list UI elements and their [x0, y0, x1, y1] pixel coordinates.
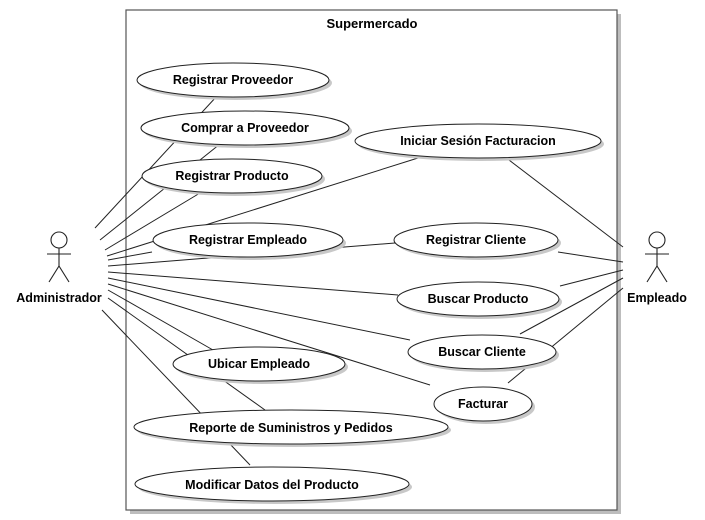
use-case-buscar-producto[interactable]: Buscar Producto — [396, 281, 562, 319]
use-case-label: Reporte de Suministros y Pedidos — [189, 421, 393, 435]
use-case-iniciar-sesion-facturacion[interactable]: Iniciar Sesión Facturacion — [354, 123, 604, 161]
use-case-ubicar-empleado[interactable]: Ubicar Empleado — [172, 346, 348, 384]
use-case-label: Buscar Cliente — [438, 345, 526, 359]
stick-figure-icon — [645, 231, 669, 283]
assoc-admin-buscar-producto — [107, 271, 399, 296]
use-case-registrar-empleado[interactable]: Registrar Empleado — [152, 222, 346, 260]
use-case-label: Facturar — [458, 397, 508, 411]
use-case-label: Registrar Cliente — [426, 233, 526, 247]
assoc-admin-registrar-empleado — [107, 251, 153, 261]
assoc-admin-ubicar-empleado — [107, 289, 221, 355]
assoc-admin-registrar-producto — [104, 192, 201, 251]
use-case-comprar-a-proveedor[interactable]: Comprar a Proveedor — [140, 110, 352, 148]
use-case-label: Iniciar Sesión Facturacion — [400, 134, 556, 148]
use-case-label: Ubicar Empleado — [208, 357, 310, 371]
assoc-empleado-iniciar-sesion — [504, 156, 624, 248]
assoc-admin-reporte — [107, 297, 266, 411]
actor-administrador[interactable]: Administrador — [16, 231, 102, 305]
use-case-reporte-suministros[interactable]: Reporte de Suministros y Pedidos — [133, 409, 451, 447]
assoc-empleado-buscar-producto — [559, 269, 624, 287]
use-case-label: Modificar Datos del Producto — [185, 478, 359, 492]
use-case-label: Buscar Producto — [428, 292, 529, 306]
assoc-empleado-registrar-cliente — [557, 251, 624, 263]
actor-empleado[interactable]: Empleado — [627, 231, 687, 305]
assoc-admin-buscar-cliente — [107, 277, 411, 341]
system-title: Supermercado — [326, 16, 417, 31]
assoc-admin-facturar — [107, 283, 431, 386]
use-case-registrar-cliente[interactable]: Registrar Cliente — [393, 222, 561, 260]
use-case-label: Comprar a Proveedor — [181, 121, 309, 135]
use-case-label: Registrar Producto — [175, 169, 289, 183]
actor-label: Empleado — [627, 291, 687, 305]
assoc-empleado-buscar-cliente — [519, 277, 624, 335]
use-case-modificar-datos-producto[interactable]: Modificar Datos del Producto — [134, 466, 412, 504]
stick-figure-icon — [47, 231, 71, 283]
use-case-facturar[interactable]: Facturar — [433, 386, 535, 424]
actor-label: Administrador — [16, 291, 102, 305]
use-case-registrar-proveedor[interactable]: Registrar Proveedor — [136, 62, 332, 100]
use-case-label: Registrar Proveedor — [173, 73, 293, 87]
use-case-label: Registrar Empleado — [189, 233, 307, 247]
use-case-registrar-producto[interactable]: Registrar Producto — [141, 158, 325, 196]
use-case-buscar-cliente[interactable]: Buscar Cliente — [407, 334, 559, 372]
